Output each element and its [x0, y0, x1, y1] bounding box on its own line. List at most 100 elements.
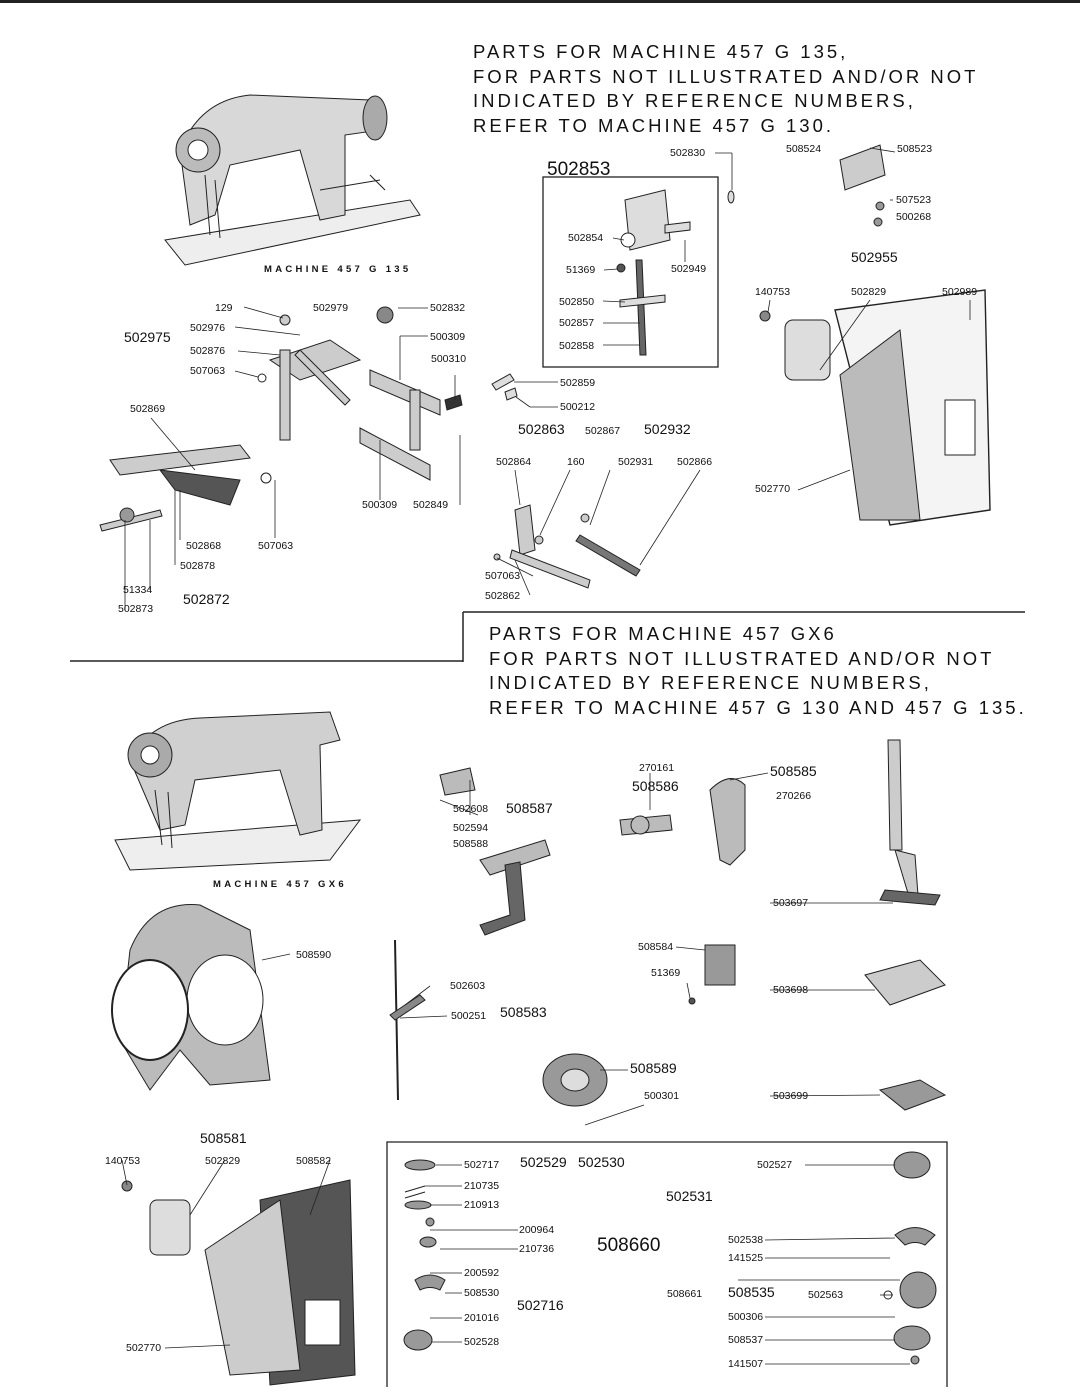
presser-foot-503697-illustration: [879, 739, 941, 906]
part-number: 500309: [362, 499, 398, 511]
zigzag-lever-502863-illustration: [493, 504, 641, 589]
part-number: 508587: [506, 800, 553, 816]
part-number: 502878: [180, 560, 216, 572]
machine-457-gx6-illustration: [114, 711, 362, 871]
face-plate-508581-illustration: [121, 1179, 356, 1386]
part-number: 502858: [559, 340, 595, 352]
part-number: 502770: [755, 483, 791, 495]
part-number: 502594: [453, 822, 489, 834]
machine-457-g135-label: MACHINE 457 G 135: [264, 264, 412, 275]
part-number: 500310: [431, 353, 467, 365]
part-number: 502528: [464, 1336, 500, 1348]
part-number: 507523: [896, 194, 932, 206]
part-number: 502527: [757, 1159, 793, 1171]
part-number: 508585: [770, 763, 817, 779]
part-number: 141525: [728, 1252, 764, 1264]
part-number: 51334: [123, 584, 153, 596]
needle-bar-508583-illustration: [389, 939, 426, 1101]
part-number: 51369: [651, 967, 681, 979]
part-number: 502854: [568, 232, 604, 244]
part-number: 200964: [519, 1224, 555, 1236]
part-number: 210735: [464, 1180, 500, 1192]
part-number: 502770: [126, 1342, 162, 1354]
part-number: 502862: [485, 590, 521, 602]
section2-heading: PARTS FOR MACHINE 457 GX6 FOR PARTS NOT …: [489, 622, 1027, 720]
part-number: 500251: [451, 1010, 487, 1022]
part-number: 502932: [644, 421, 691, 437]
part-number: 502717: [464, 1159, 500, 1171]
part-number: 502830: [670, 147, 706, 159]
top-border: [0, 0, 1080, 3]
part-number: 502829: [205, 1155, 241, 1167]
part-number: 502866: [677, 456, 713, 468]
part-number: 502850: [559, 296, 595, 308]
part-number: 503697: [773, 897, 809, 909]
part-number: 210913: [464, 1199, 500, 1211]
part-number: 502608: [453, 803, 489, 815]
part-number: 508589: [630, 1060, 677, 1076]
part-number: 270266: [776, 790, 812, 802]
part-number: 502849: [413, 499, 449, 511]
part-number: 508581: [200, 1130, 247, 1146]
parts-508587-illustration: [439, 767, 551, 936]
part-number: 502989: [942, 286, 978, 298]
part-number: 129: [215, 302, 233, 314]
section1-heading: PARTS FOR MACHINE 457 G 135, FOR PARTS N…: [473, 40, 978, 138]
part-number: 500309: [430, 331, 466, 343]
machine-457-gx6-label: MACHINE 457 GX6: [213, 879, 347, 890]
part-number: 502716: [517, 1297, 564, 1313]
part-number: 508530: [464, 1287, 500, 1299]
zigzag-mechanism-illustration: [99, 306, 463, 532]
part-number: 140753: [755, 286, 791, 298]
plate-503698-illustration: [688, 944, 946, 1006]
part-number: 502829: [851, 286, 887, 298]
part-number: 508660: [597, 1235, 661, 1256]
part-number: 502832: [430, 302, 466, 314]
section1-heading-line: PARTS FOR MACHINE 457 G 135,: [473, 41, 849, 62]
part-number: 210736: [519, 1243, 555, 1255]
section2-heading-line: PARTS FOR MACHINE 457 GX6: [489, 623, 837, 644]
part-number: 502529: [520, 1154, 567, 1170]
small-parts-502859: [491, 373, 518, 401]
part-number: 508590: [296, 949, 332, 961]
part-number: 508661: [667, 1288, 703, 1300]
part-number: 502873: [118, 603, 154, 615]
part-number: 502931: [618, 456, 654, 468]
part-number: 140753: [105, 1155, 141, 1167]
part-number: 503699: [773, 1090, 809, 1102]
part-number: 502530: [578, 1154, 625, 1170]
part-number: 500306: [728, 1311, 764, 1323]
part-number: 502949: [671, 263, 707, 275]
part-number: 508582: [296, 1155, 332, 1167]
section1-heading-line: INDICATED BY REFERENCE NUMBERS,: [473, 90, 916, 111]
part-number: 201016: [464, 1312, 500, 1324]
part-number: 508584: [638, 941, 674, 953]
part-number: 500301: [644, 1090, 680, 1102]
leader-lines: [121, 147, 971, 1365]
part-number: 507063: [258, 540, 294, 552]
face-plate-502955-illustration: [759, 144, 991, 526]
part-number: 508524: [786, 143, 822, 155]
section1-heading-line: FOR PARTS NOT ILLUSTRATED AND/OR NOT: [473, 65, 979, 87]
part-number: 508535: [728, 1284, 775, 1300]
part-number: 503698: [773, 984, 809, 996]
eccentric-assembly-illustration: [616, 189, 735, 356]
part-number: 500268: [896, 211, 932, 223]
part-number: 507063: [485, 570, 521, 582]
part-number: 502976: [190, 322, 226, 334]
parts-508585-illustration: [619, 778, 746, 866]
part-number: 502872: [183, 591, 230, 607]
part-number: 502864: [496, 456, 532, 468]
part-number: 508586: [632, 778, 679, 794]
part-number: 502859: [560, 377, 596, 389]
part-number: 502955: [851, 249, 898, 265]
part-number: 500212: [560, 401, 596, 413]
part-number: 502975: [124, 329, 171, 345]
part-number: 270161: [639, 762, 675, 774]
part-number: 502538: [728, 1234, 764, 1246]
part-number: 502876: [190, 345, 226, 357]
part-number: 160: [567, 456, 585, 468]
part-number: 502603: [450, 980, 486, 992]
